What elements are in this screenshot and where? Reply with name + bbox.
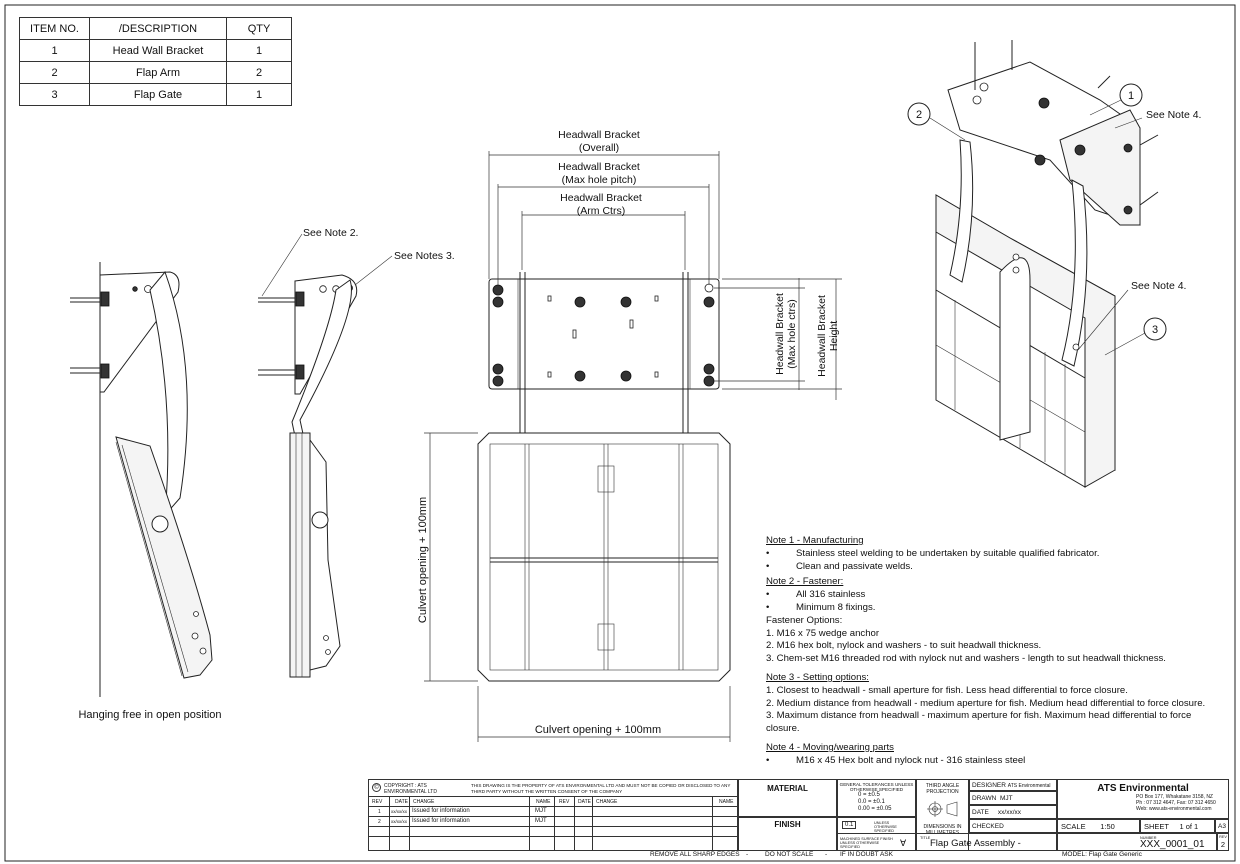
fastener-options-title: Fastener Options: <box>766 614 843 626</box>
checked-cell: CHECKED <box>969 819 1057 833</box>
callout-note4-mid: See Note 4. <box>1131 280 1186 292</box>
balloon-2-label: 2 <box>916 109 922 121</box>
scale-cell: SCALE 1:50 <box>1057 819 1140 833</box>
flap-gate-left <box>115 436 213 679</box>
iso-arm-right <box>1061 179 1088 367</box>
leader-note2 <box>261 233 303 297</box>
drawn-cell: DRAWN MJT <box>969 791 1057 805</box>
balloon-1 <box>1119 83 1143 107</box>
copyright-label: COPYRIGHT : ATS ENVIRONMENTAL LTD <box>384 783 437 795</box>
side-view-closed <box>258 233 393 678</box>
dim-height-l1: Headwall Bracket <box>816 295 828 377</box>
callout-note2: See Note 2. <box>303 227 358 239</box>
note3-title: Note 3 - Setting options: <box>766 671 869 683</box>
note1-title: Note 1 - Manufacturing <box>766 535 864 546</box>
fastener-option: 2. M16 hex bolt, nylock and washers - to… <box>766 640 1042 652</box>
size-cell: A3 <box>1215 819 1229 833</box>
sheet-cell: SHEET 1 of 1 <box>1140 819 1215 833</box>
dim-culvert-horizontal: Culvert opening + 100mm <box>535 724 661 736</box>
flap-gate-mid <box>289 432 311 678</box>
dim-holectrs-l2: (Max hole ctrs) <box>786 299 798 368</box>
fastener-option: 1. M16 x 75 wedge anchor <box>766 627 880 639</box>
dim-height-l2: Height <box>828 321 840 351</box>
fastener-option: 3. Chem-set M16 threaded rod with nylock… <box>766 653 1166 665</box>
dim-overall-l2: (Overall) <box>579 142 619 154</box>
note4-item: M16 x 45 Hex bolt and nylock nut - 316 s… <box>766 755 1226 768</box>
note2-title: Note 2 - Fastener: <box>766 576 844 588</box>
table-row: 3 Flap Gate 1 <box>19 83 292 106</box>
callout-note3: See Notes 3. <box>394 250 455 262</box>
sheet-border <box>4 4 1236 862</box>
balloon-3-label: 3 <box>1152 324 1158 336</box>
note4-title: Note 4 - Moving/wearing parts <box>766 741 894 753</box>
front-view <box>424 151 842 742</box>
bom-header-item: ITEM NO. <box>19 17 90 40</box>
drawing-title: Flap Gate Assembly - Generic <box>930 838 1021 850</box>
dim-armctrs-l1: Headwall Bracket <box>560 192 642 204</box>
note1-item: Clean and passivate welds. <box>766 561 1226 574</box>
material-cell: MATERIAL <box>738 779 837 817</box>
dim-holectrs-l1: Headwall Bracket <box>774 293 786 375</box>
title-block: © COPYRIGHT : ATS ENVIRONMENTAL LTD THIS… <box>368 779 1229 851</box>
dim-armctrs-l2: (Arm Ctrs) <box>577 205 625 217</box>
dim-maxpitch-l2: (Max hole pitch) <box>562 174 637 186</box>
headwall-bracket-plate <box>488 278 720 390</box>
note3-item: 1. Closest to headwall - small aperture … <box>766 684 1128 696</box>
table-row: 1 Head Wall Bracket 1 <box>19 39 292 62</box>
callout-note4-top: See Note 4. <box>1146 109 1201 121</box>
drawing-number: XXX_0001_01 <box>1140 839 1205 850</box>
note2-item: All 316 stainless <box>766 589 1226 602</box>
note2-item: Minimum 8 fixings. <box>766 602 1226 615</box>
bill-of-materials: ITEM NO. /DESCRIPTION QTY 1 Head Wall Br… <box>19 17 292 106</box>
note3-item: 2. Medium distance from headwall - mediu… <box>766 697 1206 709</box>
dim-culvert-vertical: Culvert opening + 100mm <box>417 497 429 623</box>
company-cell: ATS Environmental PO Box 177, Whakatane … <box>1057 779 1229 819</box>
isometric-view <box>907 40 1167 488</box>
note3-item: 3. Maximum distance from headwall - maxi… <box>766 710 1192 735</box>
revision-area: © COPYRIGHT : ATS ENVIRONMENTAL LTD THIS… <box>368 779 738 851</box>
side-view-open <box>70 262 213 697</box>
drawing-notes: Note 1 - Manufacturing Stainless steel w… <box>766 535 1226 768</box>
leader-note3 <box>354 255 393 286</box>
balloon-2 <box>907 102 931 126</box>
tolerances-cell: GENERAL TOLERANCES UNLESS OTHERWISE SPEC… <box>837 779 916 817</box>
dim-maxpitch-l1: Headwall Bracket <box>558 161 640 173</box>
balloon-1-label: 1 <box>1128 90 1134 102</box>
side-view-caption: Hanging free in open position <box>78 709 221 721</box>
dim-overall-l1: Headwall Bracket <box>558 129 640 141</box>
bom-header-description: /DESCRIPTION <box>89 17 227 40</box>
table-row: 2 Flap Arm 2 <box>19 61 292 84</box>
finish-cell: FINISH <box>738 817 837 851</box>
projection-icon <box>927 801 958 817</box>
number-cell: NUMBER XXX_0001_01 <box>1057 833 1217 851</box>
title-cell: TITLE Flap Gate Assembly - Generic <box>837 833 1057 851</box>
date-cell: DATE xx/xx/xx <box>969 805 1057 819</box>
iso-arm-left <box>949 139 974 283</box>
balloon-3 <box>1143 317 1167 341</box>
bom-header-row: ITEM NO. /DESCRIPTION QTY <box>19 17 292 40</box>
note1-item: Stainless steel welding to be undertaken… <box>766 548 1226 561</box>
bom-header-qty: QTY <box>226 17 292 40</box>
designer-cell: DESIGNER ATS Environmental <box>969 779 1057 791</box>
copyright-text: THIS DRAWING IS THE PROPERTY OF ATS ENVI… <box>471 783 731 794</box>
rev-cell: REV 2 <box>1217 833 1229 851</box>
